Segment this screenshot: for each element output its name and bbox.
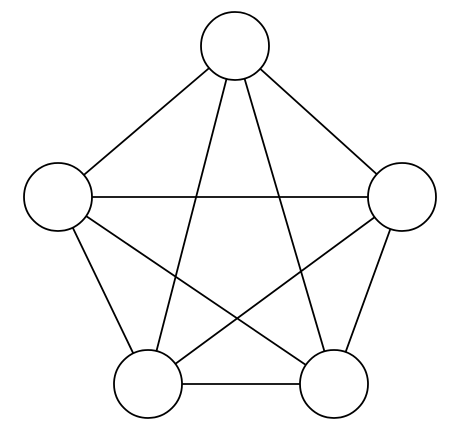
node-n1 [200,11,270,81]
node-n5 [299,349,369,419]
node-group [23,11,437,419]
edge-n1-n2 [57,45,236,198]
node-n2 [23,162,93,232]
node-n4 [113,349,183,419]
node-n3 [367,162,437,232]
edge-n1-n3 [234,45,403,198]
edge-n2-n5 [57,196,335,385]
edge-group [57,45,403,385]
edge-n1-n5 [234,45,335,385]
edge-n3-n4 [147,196,403,385]
edge-n1-n4 [147,45,236,385]
